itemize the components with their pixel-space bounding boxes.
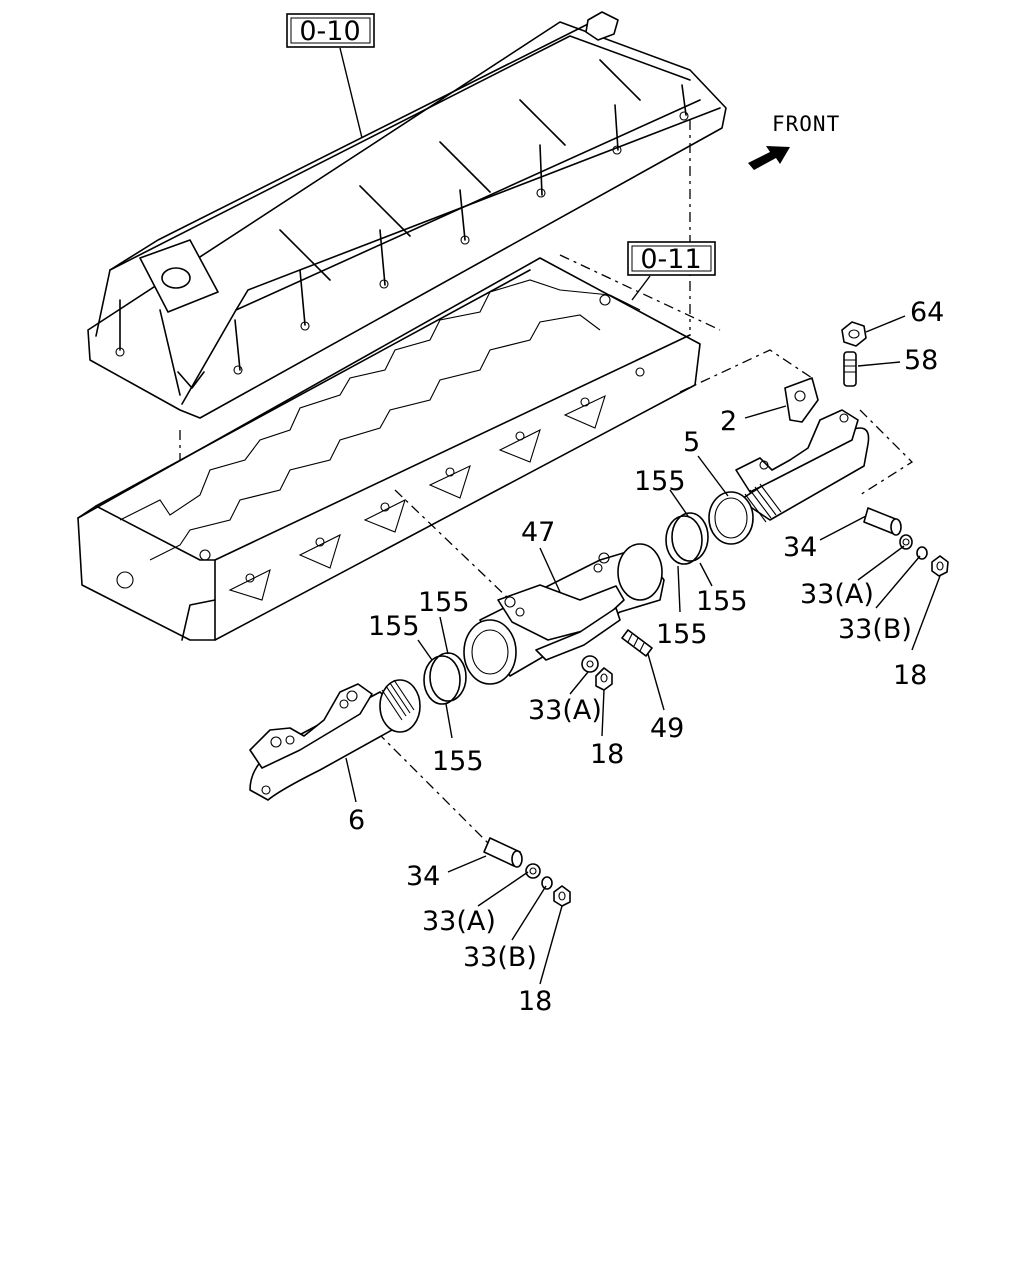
manifold-front-6 bbox=[249, 679, 421, 801]
front-label: FRONT bbox=[772, 112, 840, 136]
label-155-a: 155 bbox=[634, 466, 686, 497]
sleeve-34-b bbox=[483, 837, 523, 868]
label-155-b: 155 bbox=[696, 586, 748, 617]
label-5: 5 bbox=[683, 427, 700, 458]
label-155-c: 155 bbox=[656, 619, 708, 650]
manifold-center-47 bbox=[463, 543, 665, 685]
label-47: 47 bbox=[521, 517, 555, 548]
nut-18-c bbox=[553, 885, 571, 907]
nut-64 bbox=[841, 321, 867, 347]
ref-label-head: 0-11 bbox=[640, 244, 701, 275]
ring-155-b bbox=[423, 652, 467, 705]
label-33a-a: 33(A) bbox=[800, 579, 874, 610]
part-labels: 64 58 2 5 155 34 33(A) 33(B) 18 47 155 1… bbox=[348, 297, 944, 1017]
cylinder-head bbox=[77, 257, 701, 641]
label-33b-c: 33(B) bbox=[463, 942, 537, 973]
label-34-a: 34 bbox=[783, 532, 817, 563]
stud-49 bbox=[621, 629, 653, 657]
sleeve-34-a bbox=[863, 507, 902, 536]
label-33a-c: 33(A) bbox=[422, 906, 496, 937]
label-18-a: 18 bbox=[893, 660, 927, 691]
label-33a-b: 33(A) bbox=[528, 695, 602, 726]
label-33b-a: 33(B) bbox=[838, 614, 912, 645]
label-155-e: 155 bbox=[368, 611, 420, 642]
label-18-b: 18 bbox=[590, 739, 624, 770]
leader-lines bbox=[345, 315, 941, 985]
label-155-f: 155 bbox=[432, 746, 484, 777]
label-2: 2 bbox=[720, 406, 737, 437]
label-6: 6 bbox=[348, 805, 365, 836]
washer-33a-c bbox=[525, 863, 541, 879]
manifold-rear-5 bbox=[708, 409, 870, 545]
ref-box-cover[interactable]: 0-10 bbox=[286, 13, 375, 48]
label-49: 49 bbox=[650, 713, 684, 744]
stud-58 bbox=[843, 351, 857, 387]
cylinder-head-cover bbox=[87, 11, 727, 419]
label-58: 58 bbox=[904, 345, 938, 376]
label-64: 64 bbox=[910, 297, 944, 328]
ref-box-head[interactable]: 0-11 bbox=[627, 241, 716, 276]
ring-155-a bbox=[665, 512, 709, 565]
washer-33b-c bbox=[541, 876, 553, 890]
washer-33a-a bbox=[899, 534, 913, 550]
ref-label-cover: 0-10 bbox=[299, 16, 360, 47]
nut-18-a bbox=[931, 555, 949, 577]
front-arrow-icon bbox=[748, 146, 790, 170]
label-18-c: 18 bbox=[518, 986, 552, 1017]
gasket-2 bbox=[784, 377, 819, 423]
label-155-d: 155 bbox=[418, 587, 470, 618]
washer-33a-b bbox=[581, 655, 599, 673]
nut-18-b bbox=[595, 667, 613, 691]
label-34-b: 34 bbox=[406, 861, 440, 892]
